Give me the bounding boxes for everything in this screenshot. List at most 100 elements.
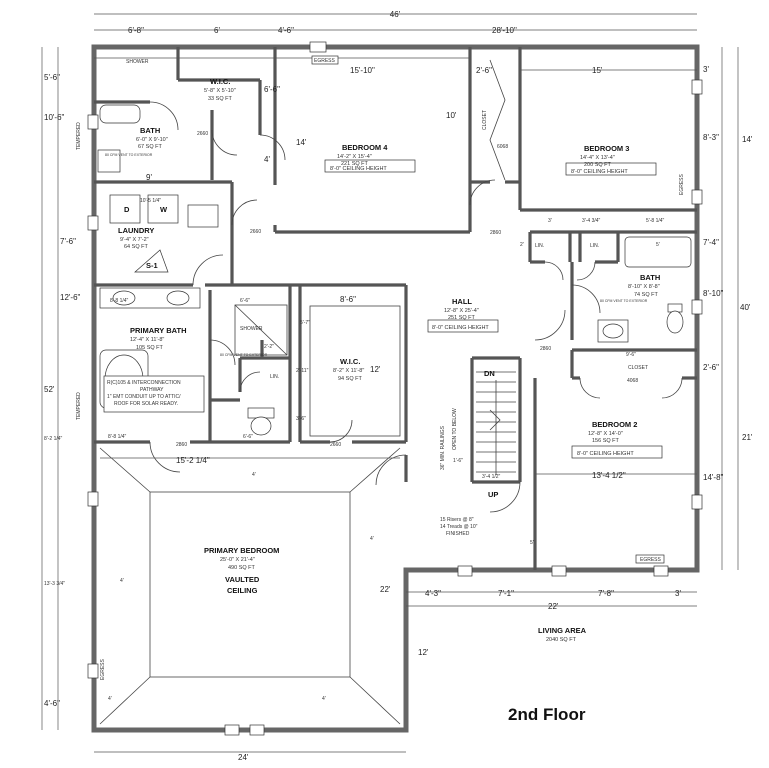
garage-width-label: 22' xyxy=(548,602,559,611)
vent-note-2: 80 CFM VENT TO EXTERIOR xyxy=(220,353,268,357)
dim-vault-top: 4' xyxy=(252,472,256,478)
top-seg-1: 6'-8" xyxy=(128,26,144,35)
dim-primary-bath-width: 8'-8 1/4" xyxy=(108,434,127,440)
dryer-label: D xyxy=(124,205,130,214)
solar-note-3: 1" EMT CONDUIT UP TO ATTIC/ xyxy=(107,394,181,400)
dim-bedroom3-width: 15' xyxy=(592,66,603,75)
dim-vault-right: 4' xyxy=(370,536,374,542)
bedroom4-name: BEDROOM 4 xyxy=(342,143,388,152)
wic2-size: 8'-2" X 11'-8" xyxy=(333,368,364,374)
dim-offset-12: 12' xyxy=(418,648,429,657)
dim-wic2-5-7: 5'-7" xyxy=(300,320,310,326)
bedroom2-ceiling: 8'-0" CEILING HEIGHT xyxy=(577,451,634,457)
bottom-seg-3: 7'-8" xyxy=(598,589,614,598)
bedroom4-size: 14'-2" X 15'-4" xyxy=(337,154,372,160)
bath2-name: BATH xyxy=(640,273,660,282)
tempered-label-2: TEMPERED xyxy=(76,392,82,420)
bedroom4-area: 221 SQ FT xyxy=(341,161,369,167)
hall-ceiling: 8'-0" CEILING HEIGHT xyxy=(432,325,489,331)
dim-wic2-width: 8'-6" xyxy=(340,295,356,304)
bath-size: 6'-0" X 9'-10" xyxy=(136,137,168,143)
living-area-name: LIVING AREA xyxy=(538,626,587,635)
tempered-label-1: TEMPERED xyxy=(76,122,82,150)
stair-up-label: UP xyxy=(488,490,498,499)
egress-label-3: EGRESS xyxy=(679,173,685,195)
egress-label-2: EGRESS xyxy=(640,557,662,563)
dim-lin-2: 2' xyxy=(520,242,524,248)
lin-label-1: LIN. xyxy=(270,374,279,380)
primary-bath-name: PRIMARY BATH xyxy=(130,326,187,335)
dim-lin2-width: 3'-4 3/4" xyxy=(582,218,601,224)
bottom-seg-4: 3' xyxy=(675,589,681,598)
vent-note-3: 80 CFM VENT TO EXTERIOR xyxy=(600,299,648,303)
bedroom3-ceiling: 8'-0" CEILING HEIGHT xyxy=(571,169,628,175)
dim-tub-5: 5' xyxy=(656,242,660,248)
right-seg-7: 21' xyxy=(742,433,753,442)
dim-bath2-width: 5'-8 1/4" xyxy=(646,218,665,224)
wic2-name: W.I.C. xyxy=(340,357,360,366)
right-seg-2: 8'-3" xyxy=(703,133,719,142)
bath2-size: 8'-10" X 8'-8" xyxy=(628,284,660,290)
wic1-area: 33 SQ FT xyxy=(208,96,232,102)
dim-5: 5' xyxy=(530,540,534,546)
top-seg-2: 6' xyxy=(214,26,220,35)
wic2-area: 94 SQ FT xyxy=(338,376,362,382)
dim-closet-depth: 10' xyxy=(446,111,457,120)
dimension-lines xyxy=(41,13,739,753)
dim-bedroom2-width: 13'-4 1/2" xyxy=(592,471,626,480)
s1-label: S-1 xyxy=(146,261,158,270)
egress-label-4: EGRESS xyxy=(100,658,106,680)
risers-note: 15 Risers @ 8" xyxy=(440,517,474,523)
bedroom2-area: 156 SQ FT xyxy=(592,438,620,444)
lin-label-3: LIN. xyxy=(590,243,599,249)
overall-depth-label: 52' xyxy=(44,385,55,394)
dim-bedroom-depth: 22' xyxy=(380,585,391,594)
right-seg-4: 7'-4" xyxy=(703,238,719,247)
door-tag-7: 4068 xyxy=(627,378,638,384)
dim-vanity-width: 8'-8 1/4" xyxy=(110,298,129,304)
egress-label-1: EGRESS xyxy=(314,58,336,64)
primary-bath-area: 105 SQ FT xyxy=(136,345,164,351)
bottom-seg-2: 7'-1" xyxy=(498,589,514,598)
dim-vault-bottom-left: 4' xyxy=(108,696,112,702)
right-seg-3: 14' xyxy=(742,135,753,144)
bedroom4-ceiling: 8'-0" CEILING HEIGHT xyxy=(330,166,387,172)
living-area-sqft: 2040 SQ FT xyxy=(546,637,577,643)
door-tag-8: 6068 xyxy=(497,144,508,150)
dim-2-2: 2'-2" xyxy=(264,344,274,350)
vent-note-1: 80 CFM VENT TO EXTERIOR xyxy=(105,153,153,157)
stair-treads xyxy=(476,371,516,475)
dim-wic2-depth: 12' xyxy=(370,365,381,374)
lin-label-2: LIN. xyxy=(535,243,544,249)
door-tag-2: 2660 xyxy=(250,229,261,235)
dim-vault-left: 4' xyxy=(120,578,124,584)
dim-closet2-width: 9'-6" xyxy=(626,352,636,358)
laundry-area: 64 SQ FT xyxy=(124,244,148,250)
solar-note-1: R(C)105 & INTERCONNECTION xyxy=(107,380,181,386)
left-seg-7: 4'-6" xyxy=(44,699,60,708)
dim-lin1-width: 3' xyxy=(548,218,552,224)
floor-title: 2nd Floor xyxy=(508,705,586,724)
solar-note-4: ROOF FOR SOLAR READY. xyxy=(114,401,178,407)
left-seg-5: 8'-2 1/4" xyxy=(44,436,63,442)
dim-wic-height: 6'-6" xyxy=(264,85,280,94)
bedroom3-size: 14'-4" X 13'-4" xyxy=(580,155,615,161)
primary-bedroom-area: 490 SQ FT xyxy=(228,565,256,571)
bedroom3-area: 200 SQ FT xyxy=(584,162,612,168)
bedroom2-name: BEDROOM 2 xyxy=(592,420,637,429)
door-swings xyxy=(149,59,683,513)
dim-hall-4: 4' xyxy=(264,155,270,164)
primary-bedroom-size: 25'-0" X 21'-4" xyxy=(220,557,255,563)
dim-vault-bottom: 4' xyxy=(322,696,326,702)
right-seg-1: 3' xyxy=(703,65,709,74)
bath-name: BATH xyxy=(140,126,160,135)
left-seg-4: 12'-6" xyxy=(60,293,81,302)
washer-label: W xyxy=(160,205,168,214)
vaulted-ceiling-lines xyxy=(99,447,401,725)
right-seg-6: 2'-6" xyxy=(703,363,719,372)
bedroom2-size: 12'-8" X 14'-0" xyxy=(588,431,623,437)
label-boxes xyxy=(103,55,665,564)
right-seg-8: 14'-8" xyxy=(703,473,724,482)
dim-3-6: 3'-6" xyxy=(296,416,306,422)
bath-area: 67 SQ FT xyxy=(138,144,162,150)
